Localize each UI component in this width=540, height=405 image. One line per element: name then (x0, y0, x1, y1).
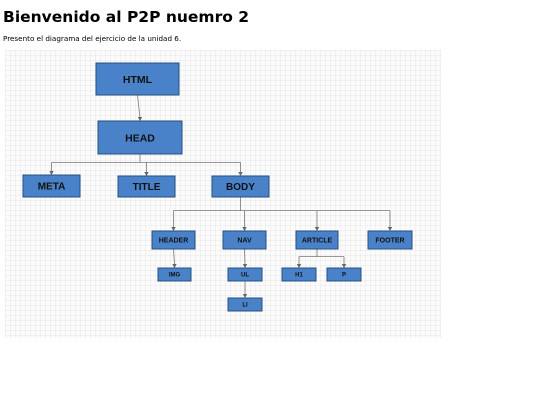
node-nav (222, 230, 267, 250)
node-meta (22, 174, 81, 198)
arrow-icon (49, 171, 54, 175)
node-label-ul: UL (241, 273, 249, 279)
page-title: Bienvenido al P2P nuemro 2 (3, 8, 250, 26)
node-ul (227, 267, 263, 282)
arrow-icon (137, 117, 143, 121)
node-header (151, 230, 196, 250)
node-label-html: HTML (123, 74, 153, 86)
connector-header-img (173, 248, 175, 266)
arrow-icon (171, 227, 176, 231)
node-label-p: P (342, 273, 346, 279)
arrow-icon (296, 264, 302, 268)
arrow-icon (314, 227, 320, 231)
arrow-icon (387, 227, 393, 231)
node-label-li: LI (242, 303, 248, 309)
node-label-article: ARTICLE (302, 238, 333, 245)
node-article (295, 230, 339, 250)
connector-nav-ul (244, 248, 246, 266)
arrow-icon (242, 264, 248, 268)
arrow-icon (144, 172, 149, 176)
node-h1 (281, 267, 317, 282)
arrow-icon (341, 264, 347, 268)
node-html (95, 62, 180, 96)
node-label-body: BODY (226, 182, 255, 193)
node-title (117, 175, 176, 198)
node-body (211, 175, 270, 198)
node-label-footer: FOOTER (375, 238, 404, 245)
node-img (157, 267, 192, 282)
node-label-img: IMG (169, 273, 181, 279)
node-li (227, 297, 263, 312)
node-label-h1: H1 (295, 273, 303, 279)
node-label-title: TITLE (133, 182, 161, 193)
node-label-head: HEAD (125, 132, 155, 144)
arrow-icon (242, 294, 248, 298)
node-head (97, 120, 183, 155)
node-label-header: HEADER (159, 238, 189, 245)
node-p (326, 267, 362, 282)
arrow-icon (242, 227, 247, 231)
arrow-icon (238, 172, 243, 176)
intro-text: Presento el diagrama del ejercicio de la… (3, 34, 182, 43)
node-label-meta: META (38, 182, 66, 193)
node-label-nav: NAV (237, 238, 252, 245)
connector-html-head (137, 94, 141, 119)
node-footer (367, 230, 413, 250)
arrow-icon (172, 264, 177, 268)
